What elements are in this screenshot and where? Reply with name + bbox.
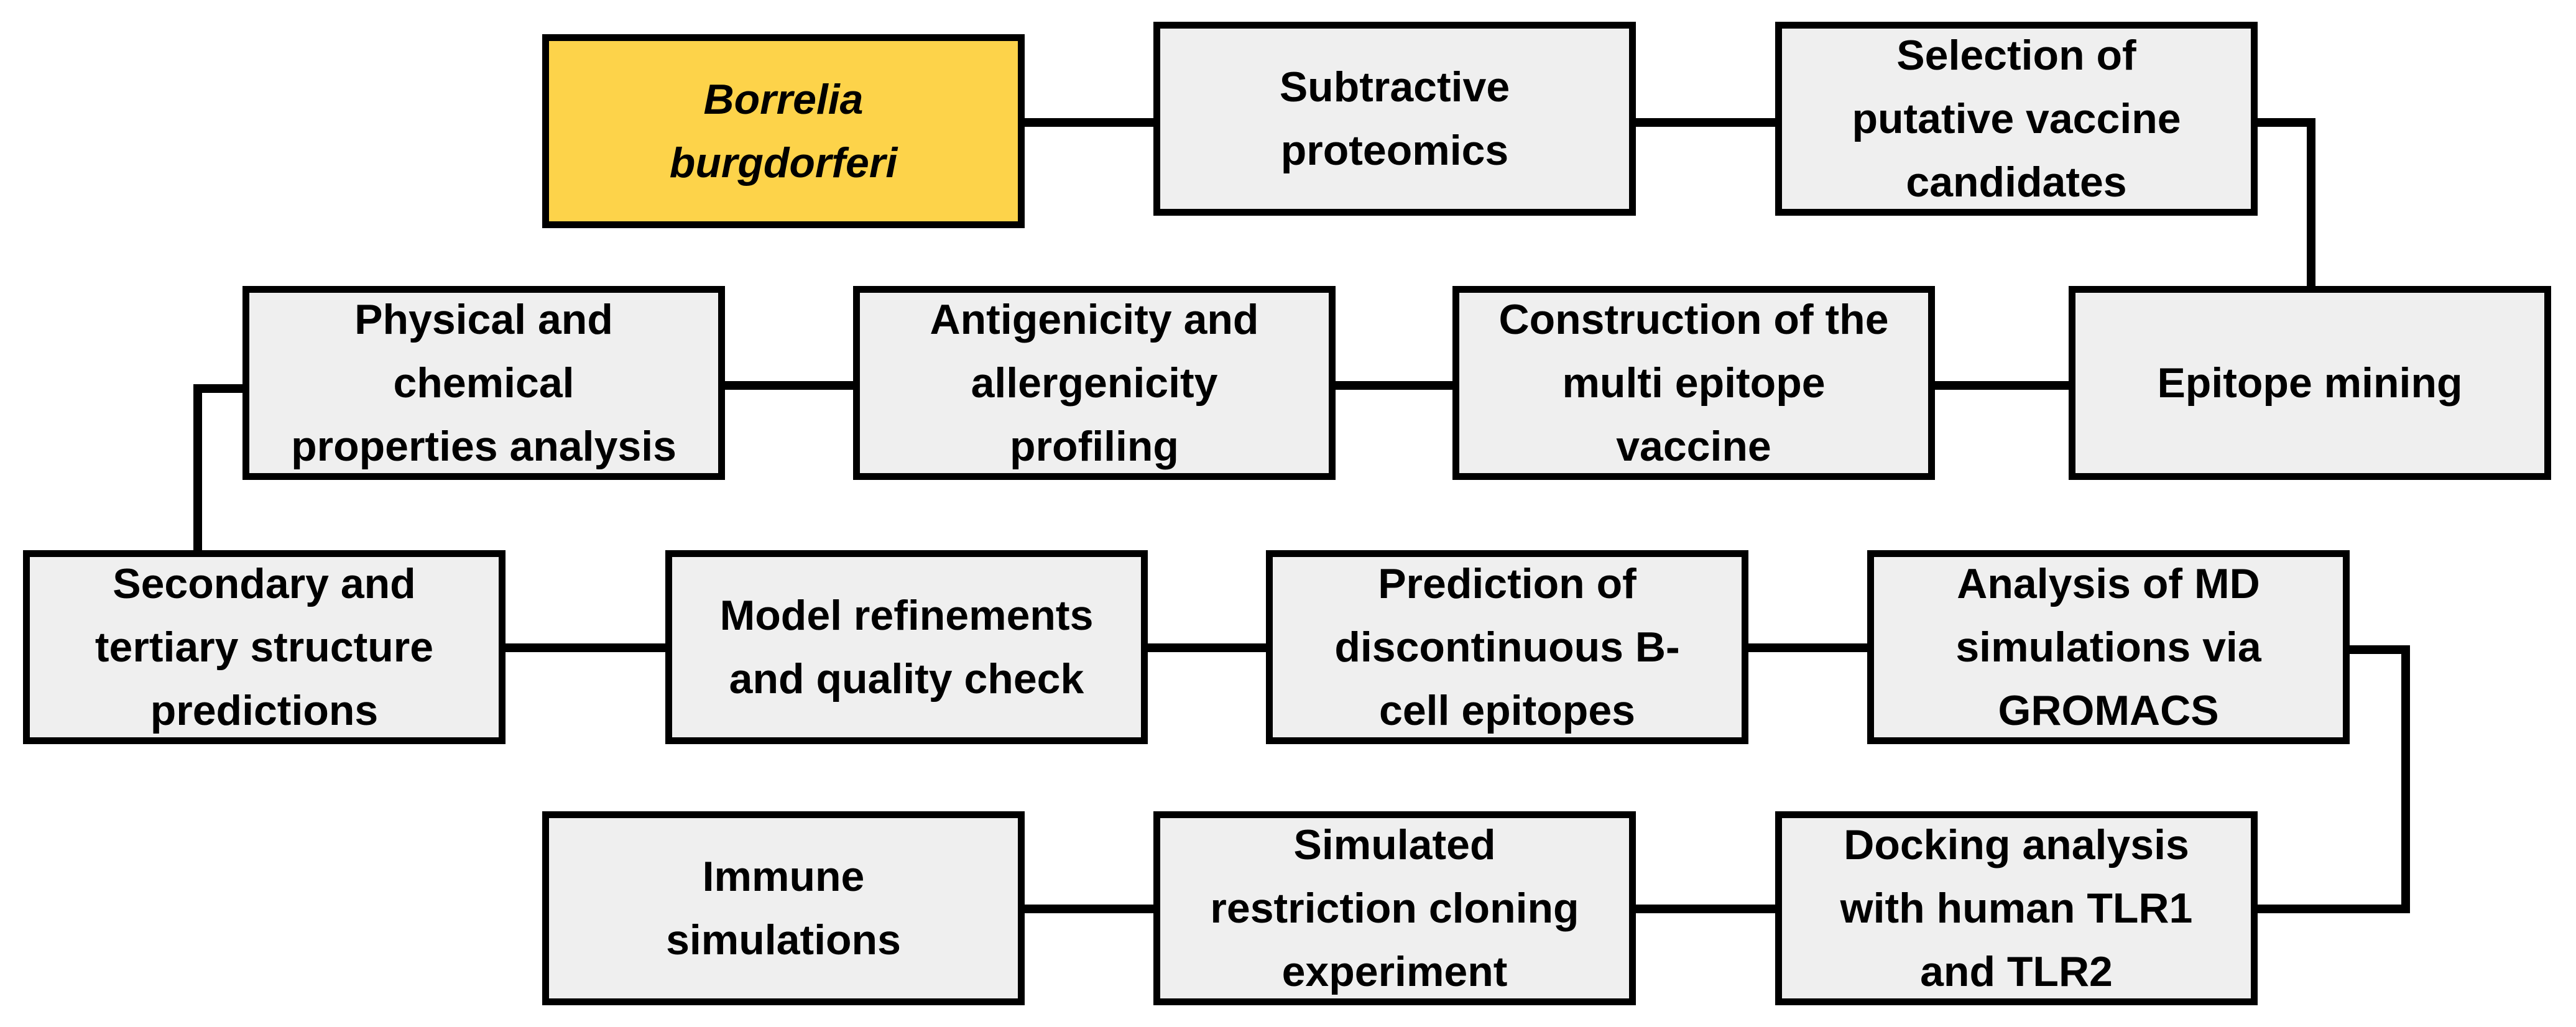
- step-antigenicity-allergenicity-profiling: Antigenicity and allergenicity profiling: [853, 286, 1336, 480]
- arrow-selection-to-epitope-mining: [2258, 118, 2315, 287]
- step-construction-multi-epitope-vaccine: Construction of the multi epitope vaccin…: [1452, 286, 1935, 480]
- step-selection-of-candidates: Selection of putative vaccine candidates: [1775, 22, 2258, 216]
- arrow-md-to-docking: [2257, 645, 2410, 913]
- step-structure-predictions: Secondary and tertiary structure predict…: [23, 550, 506, 744]
- arrow-physical-to-structure: [193, 384, 242, 551]
- step-immune-simulations: Immune simulations: [542, 811, 1025, 1005]
- step-md-simulations: Analysis of MD simulations via GROMACS: [1867, 550, 2350, 744]
- step-epitope-mining: Epitope mining: [2069, 286, 2551, 480]
- step-model-refinements: Model refinements and quality check: [665, 550, 1148, 744]
- step-b-cell-epitope-prediction: Prediction of discontinuous B- cell epit…: [1266, 550, 1748, 744]
- step-docking-analysis: Docking analysis with human TLR1 and TLR…: [1775, 811, 2258, 1005]
- step-physical-chemical-analysis: Physical and chemical properties analysi…: [242, 286, 725, 480]
- step-borrelia-burgdorferi: Borrelia burgdorferi: [542, 34, 1025, 228]
- step-restriction-cloning: Simulated restriction cloning experiment: [1153, 811, 1636, 1005]
- step-subtractive-proteomics: Subtractive proteomics: [1153, 22, 1636, 216]
